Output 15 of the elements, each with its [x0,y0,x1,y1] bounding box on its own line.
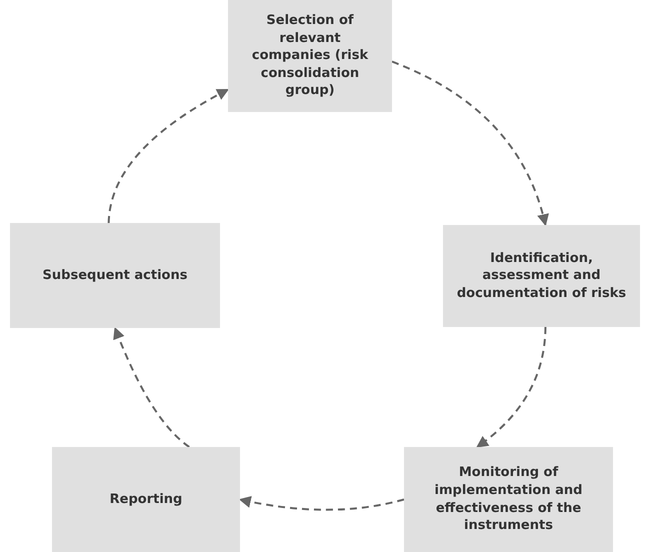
process-box [228,0,392,112]
process-box [404,447,613,552]
box-label: Identification, assessment and documentation of risks [456,250,628,302]
box-label: Subsequent actions [42,266,188,284]
dashed-arrow [476,326,546,448]
box-label: Selection of relevant companies (risk consolidation group) [250,12,370,100]
dashed-arrow [108,88,230,224]
dashed-arrow [113,326,190,448]
process-box [10,223,220,328]
box-label: Reporting [110,490,182,508]
dashed-arrow [238,496,404,511]
box-label: Monitoring of implementation and effectiveness of the instruments [434,464,584,535]
dashed-arrow [392,60,548,226]
process-box [443,225,640,327]
process-box [52,447,240,552]
